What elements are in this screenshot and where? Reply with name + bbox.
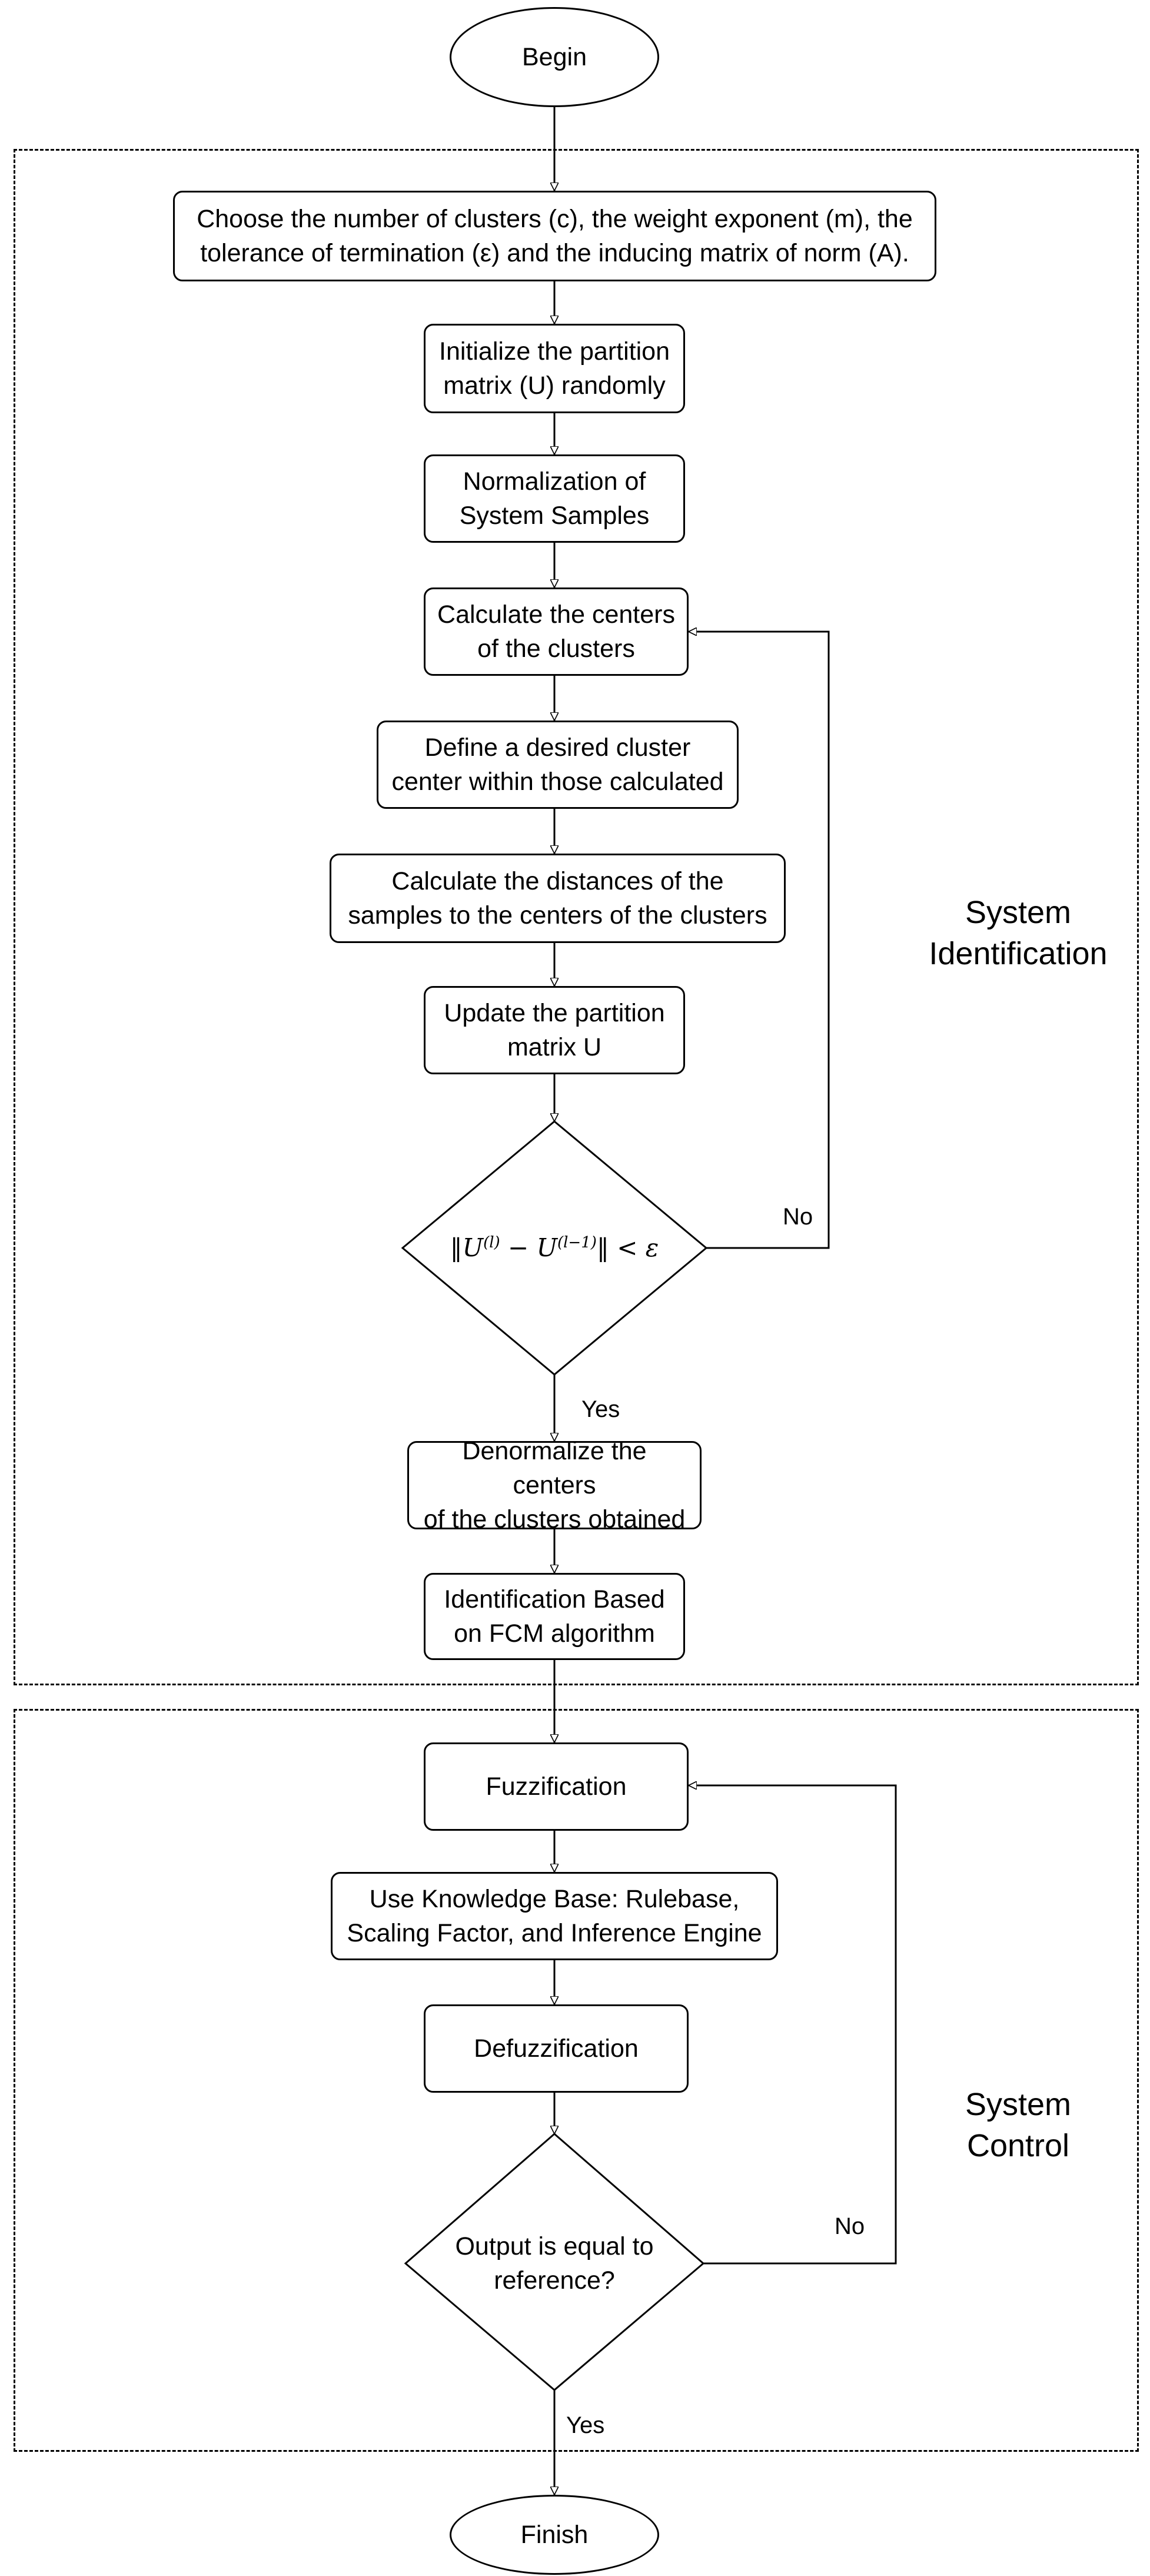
denormalize-step: Denormalize the centers of the clusters … (407, 1437, 702, 1533)
convergence-decision: ‖U(l) − U(l−1)‖ < ε (403, 1213, 706, 1283)
system-control-label: System Control (918, 2084, 1118, 2166)
system-control-label-text: System Control (965, 2087, 1072, 2164)
edge-output-no-loop (689, 1785, 897, 2265)
defuzzification-text: Defuzzification (474, 2034, 639, 2063)
knowledge-base-text: Use Knowledge Base: Rulebase, Scaling Fa… (347, 1884, 762, 1947)
output-yes-label: Yes (566, 2412, 605, 2438)
defuzzification-step: Defuzzification (424, 2004, 689, 2093)
normalization-step: Normalization of System Samples (424, 454, 685, 543)
begin-label: Begin (522, 42, 587, 71)
calculate-centers-text: Calculate the centers of the clusters (437, 600, 675, 663)
begin-terminal: Begin (450, 7, 659, 107)
output-decision: Output is equal to reference? (412, 2225, 697, 2302)
knowledge-base-step: Use Knowledge Base: Rulebase, Scaling Fa… (331, 1872, 778, 1960)
choose-parameters-text: Choose the number of clusters (c), the w… (197, 204, 913, 267)
convergence-no-label: No (783, 1204, 813, 1230)
initialize-partition-text: Initialize the partition matrix (U) rand… (439, 337, 670, 400)
fuzzification-step: Fuzzification (424, 1742, 689, 1831)
calculate-centers-step: Calculate the centers of the clusters (424, 587, 689, 676)
formula-part: ‖U (450, 1233, 484, 1262)
update-partition-text: Update the partition matrix U (444, 998, 665, 1061)
convergence-decision-diamond (401, 1120, 708, 1376)
update-partition-step: Update the partition matrix U (424, 986, 685, 1074)
formula-part: ‖ < ε (596, 1233, 659, 1262)
define-center-step: Define a desired cluster center within t… (377, 721, 739, 809)
convergence-yes-label: Yes (581, 1396, 620, 1422)
identification-step: Identification Based on FCM algorithm (424, 1573, 685, 1660)
fuzzification-text: Fuzzification (486, 1772, 627, 1801)
output-decision-diamond (404, 2133, 705, 2391)
formula-part: − U (500, 1233, 557, 1262)
output-decision-text: Output is equal to reference? (455, 2232, 654, 2295)
identification-text: Identification Based on FCM algorithm (444, 1585, 665, 1648)
output-no-label: No (835, 2213, 865, 2239)
system-control-region (14, 1709, 1139, 2452)
system-identification-region (14, 149, 1139, 1685)
edge-decision-no-loop (689, 632, 830, 1249)
define-center-text: Define a desired cluster center within t… (391, 733, 724, 796)
finish-label: Finish (520, 2520, 589, 2549)
finish-terminal: Finish (450, 2495, 659, 2575)
calculate-distances-step: Calculate the distances of the samples t… (330, 854, 786, 943)
denormalize-text: Denormalize the centers of the clusters … (423, 1436, 686, 1534)
convergence-formula: ‖U(l) − U(l−1)‖ < ε (450, 1231, 659, 1265)
calculate-distances-text: Calculate the distances of the samples t… (348, 867, 767, 930)
choose-parameters-step: Choose the number of clusters (c), the w… (173, 191, 936, 281)
initialize-partition-step: Initialize the partition matrix (U) rand… (424, 324, 685, 413)
formula-superscript: (l−1) (557, 1233, 597, 1252)
system-identification-label: System Identification (895, 892, 1142, 974)
normalization-text: Normalization of System Samples (459, 467, 650, 530)
formula-superscript: (l) (483, 1233, 500, 1252)
system-identification-label-text: System Identification (929, 895, 1108, 972)
